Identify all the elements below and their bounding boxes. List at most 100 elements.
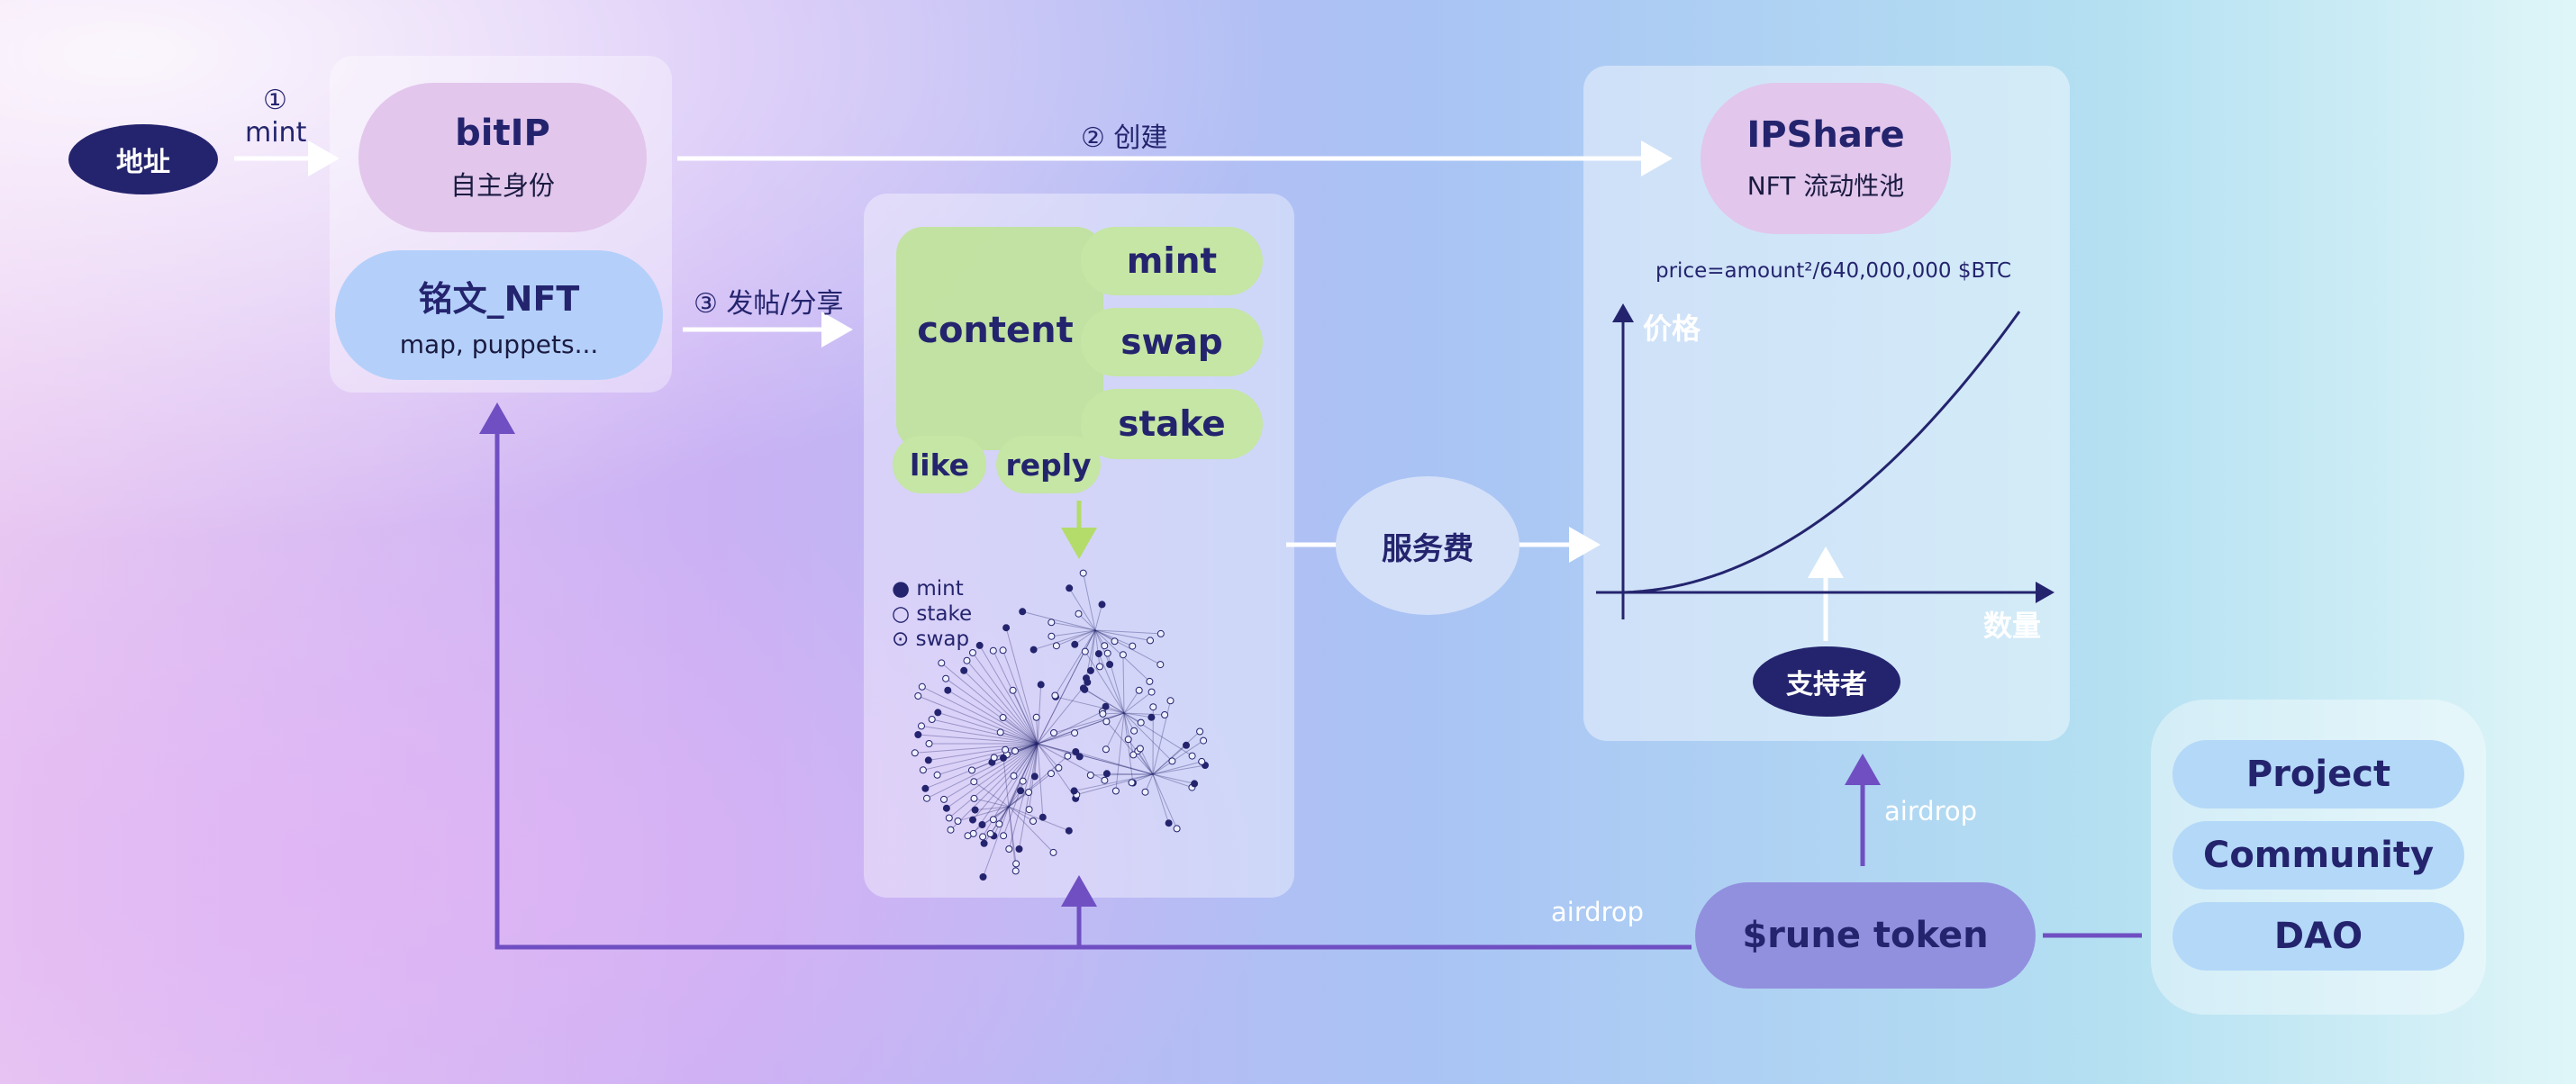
- reaction-reply: reply: [996, 436, 1101, 493]
- ipshare-node: IPShare NFT 流动性池: [1701, 83, 1951, 234]
- network-node: [1147, 637, 1154, 645]
- network-edge: [1068, 588, 1096, 631]
- network-node: [942, 674, 950, 682]
- network-node: [1065, 827, 1073, 835]
- group-community: Community: [2172, 821, 2464, 890]
- network-node: [1111, 637, 1119, 646]
- network-edge: [1008, 806, 1017, 864]
- network-node: [1083, 674, 1090, 682]
- network-node: [940, 795, 948, 803]
- network-edge: [1008, 743, 1039, 850]
- network-node: [921, 784, 930, 792]
- network-node: [970, 778, 978, 786]
- network-edge: [937, 743, 1039, 776]
- network-edge: [1122, 655, 1125, 714]
- network-node: [1102, 702, 1110, 710]
- network-node: [968, 766, 975, 774]
- network-edge: [928, 743, 1039, 761]
- network-edge: [938, 711, 1039, 745]
- network-edge: [1034, 743, 1039, 777]
- network-node: [1002, 745, 1010, 754]
- network-edge: [1000, 731, 1039, 745]
- network-node: [1119, 651, 1127, 659]
- network-edge: [945, 678, 1039, 745]
- network-edge: [979, 645, 1039, 745]
- legend-item-stake: ○ stake: [892, 602, 973, 626]
- network-edge: [1123, 712, 1173, 762]
- service-fee-label: 服务费: [1382, 530, 1474, 567]
- network-node: [1161, 711, 1169, 718]
- network-edge: [1053, 712, 1125, 734]
- network-edge: [1002, 650, 1039, 745]
- network-node: [1032, 713, 1040, 721]
- network-node: [1136, 745, 1144, 753]
- network-edge: [1128, 738, 1154, 775]
- network-node: [1200, 736, 1208, 745]
- content-action-swap: swap: [1081, 308, 1263, 376]
- legend-dot-filled: ●: [892, 577, 911, 601]
- network-edge: [1008, 791, 1029, 808]
- network-edge: [1008, 806, 1034, 822]
- network-node: [1002, 624, 1011, 632]
- network-edge: [1152, 773, 1178, 829]
- network-node: [1075, 610, 1083, 618]
- network-node: [918, 722, 925, 730]
- network-node: [928, 716, 936, 723]
- network-node: [979, 833, 987, 841]
- network-edge: [1008, 806, 1069, 832]
- network-edge: [1037, 712, 1125, 745]
- network-edge: [973, 743, 1039, 835]
- nft-title: 铭文_NFT: [418, 279, 580, 319]
- network-node: [1168, 757, 1176, 765]
- network-edge: [948, 743, 1039, 818]
- y-axis-label: 价格: [1643, 312, 1701, 346]
- network-node: [1048, 619, 1056, 627]
- network-edge: [1152, 700, 1172, 775]
- network-node: [942, 804, 950, 812]
- network-node: [938, 659, 946, 667]
- network-edge: [1083, 687, 1125, 714]
- network-edge: [1051, 621, 1096, 631]
- network-edge: [1074, 773, 1154, 791]
- network-edge: [931, 718, 1039, 745]
- network-node: [996, 728, 1004, 736]
- network-edge: [914, 743, 1039, 754]
- network-node: [1049, 848, 1057, 856]
- network-node: [1048, 770, 1055, 778]
- network-edge: [963, 670, 1039, 745]
- nft-node: 铭文_NFT map, puppets...: [335, 250, 663, 380]
- network-edge: [921, 686, 1039, 745]
- rune-token-label: $rune token: [1742, 915, 1989, 956]
- network-node: [1102, 718, 1111, 726]
- network-node: [1102, 745, 1110, 754]
- network-node: [1000, 754, 1007, 762]
- network-node: [1075, 753, 1084, 761]
- network-node: [1048, 632, 1056, 640]
- content-block: [896, 227, 1103, 450]
- network-node: [925, 740, 933, 747]
- network-node: [1188, 752, 1196, 760]
- network-node: [1135, 686, 1143, 694]
- network-node: [1198, 757, 1206, 765]
- network-edge: [974, 798, 1010, 808]
- network-node: [969, 816, 976, 824]
- address-label: 地址: [116, 147, 170, 178]
- network-node: [1030, 772, 1039, 781]
- network-edge: [1139, 748, 1154, 775]
- network-edge: [918, 695, 1039, 745]
- network-node: [1102, 770, 1111, 778]
- network-node: [1146, 677, 1154, 685]
- step2-label: ② 创建: [1081, 122, 1168, 154]
- network-edge: [1083, 573, 1096, 631]
- network-node: [1081, 647, 1089, 655]
- network-edge: [1008, 806, 1017, 872]
- network-edge: [1056, 629, 1096, 646]
- network-node: [999, 646, 1007, 655]
- network-edge: [1037, 743, 1059, 769]
- network-node: [954, 818, 962, 825]
- network-node: [1129, 642, 1137, 650]
- network-edge: [1152, 773, 1193, 789]
- step3-label: ③ 发帖/分享: [694, 288, 844, 320]
- network-node: [979, 873, 987, 881]
- network-node: [969, 649, 976, 656]
